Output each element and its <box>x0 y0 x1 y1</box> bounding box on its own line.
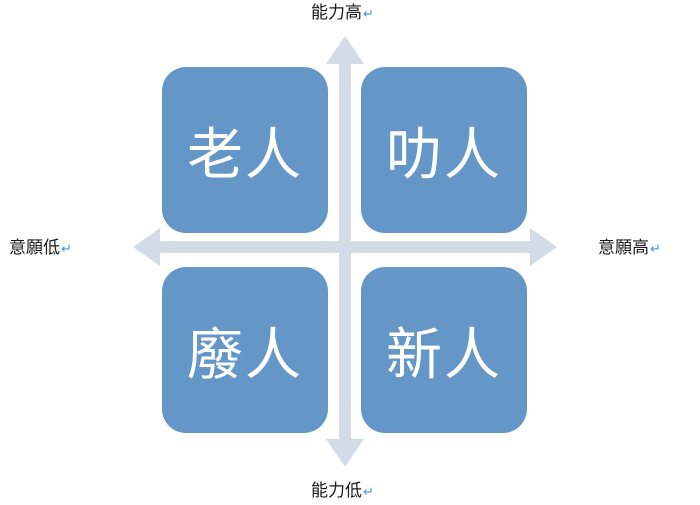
axis-label-top-text: 能力高 <box>311 3 362 23</box>
axis-label-bottom-text: 能力低 <box>311 481 362 501</box>
quadrant-bottom-right: 新人 <box>361 267 527 433</box>
axis-label-left-text: 意願低 <box>9 238 60 258</box>
quadrant-top-left: 老人 <box>162 67 328 233</box>
quadrant-top-right: 叻人 <box>361 67 527 233</box>
paragraph-mark-icon: ↵ <box>363 7 374 22</box>
axis-label-left: 意願低↵ <box>9 238 72 260</box>
axis-label-right-text: 意願高 <box>598 238 649 258</box>
horizontal-axis-arrow <box>133 228 557 266</box>
quadrant-bottom-left: 廢人 <box>162 267 328 433</box>
axis-label-top: 能力高↵ <box>311 3 374 25</box>
paragraph-mark-icon: ↵ <box>650 242 661 257</box>
paragraph-mark-icon: ↵ <box>61 242 72 257</box>
paragraph-mark-icon: ↵ <box>363 485 374 500</box>
axis-label-right: 意願高↵ <box>598 238 661 260</box>
axis-label-bottom: 能力低↵ <box>311 481 374 503</box>
